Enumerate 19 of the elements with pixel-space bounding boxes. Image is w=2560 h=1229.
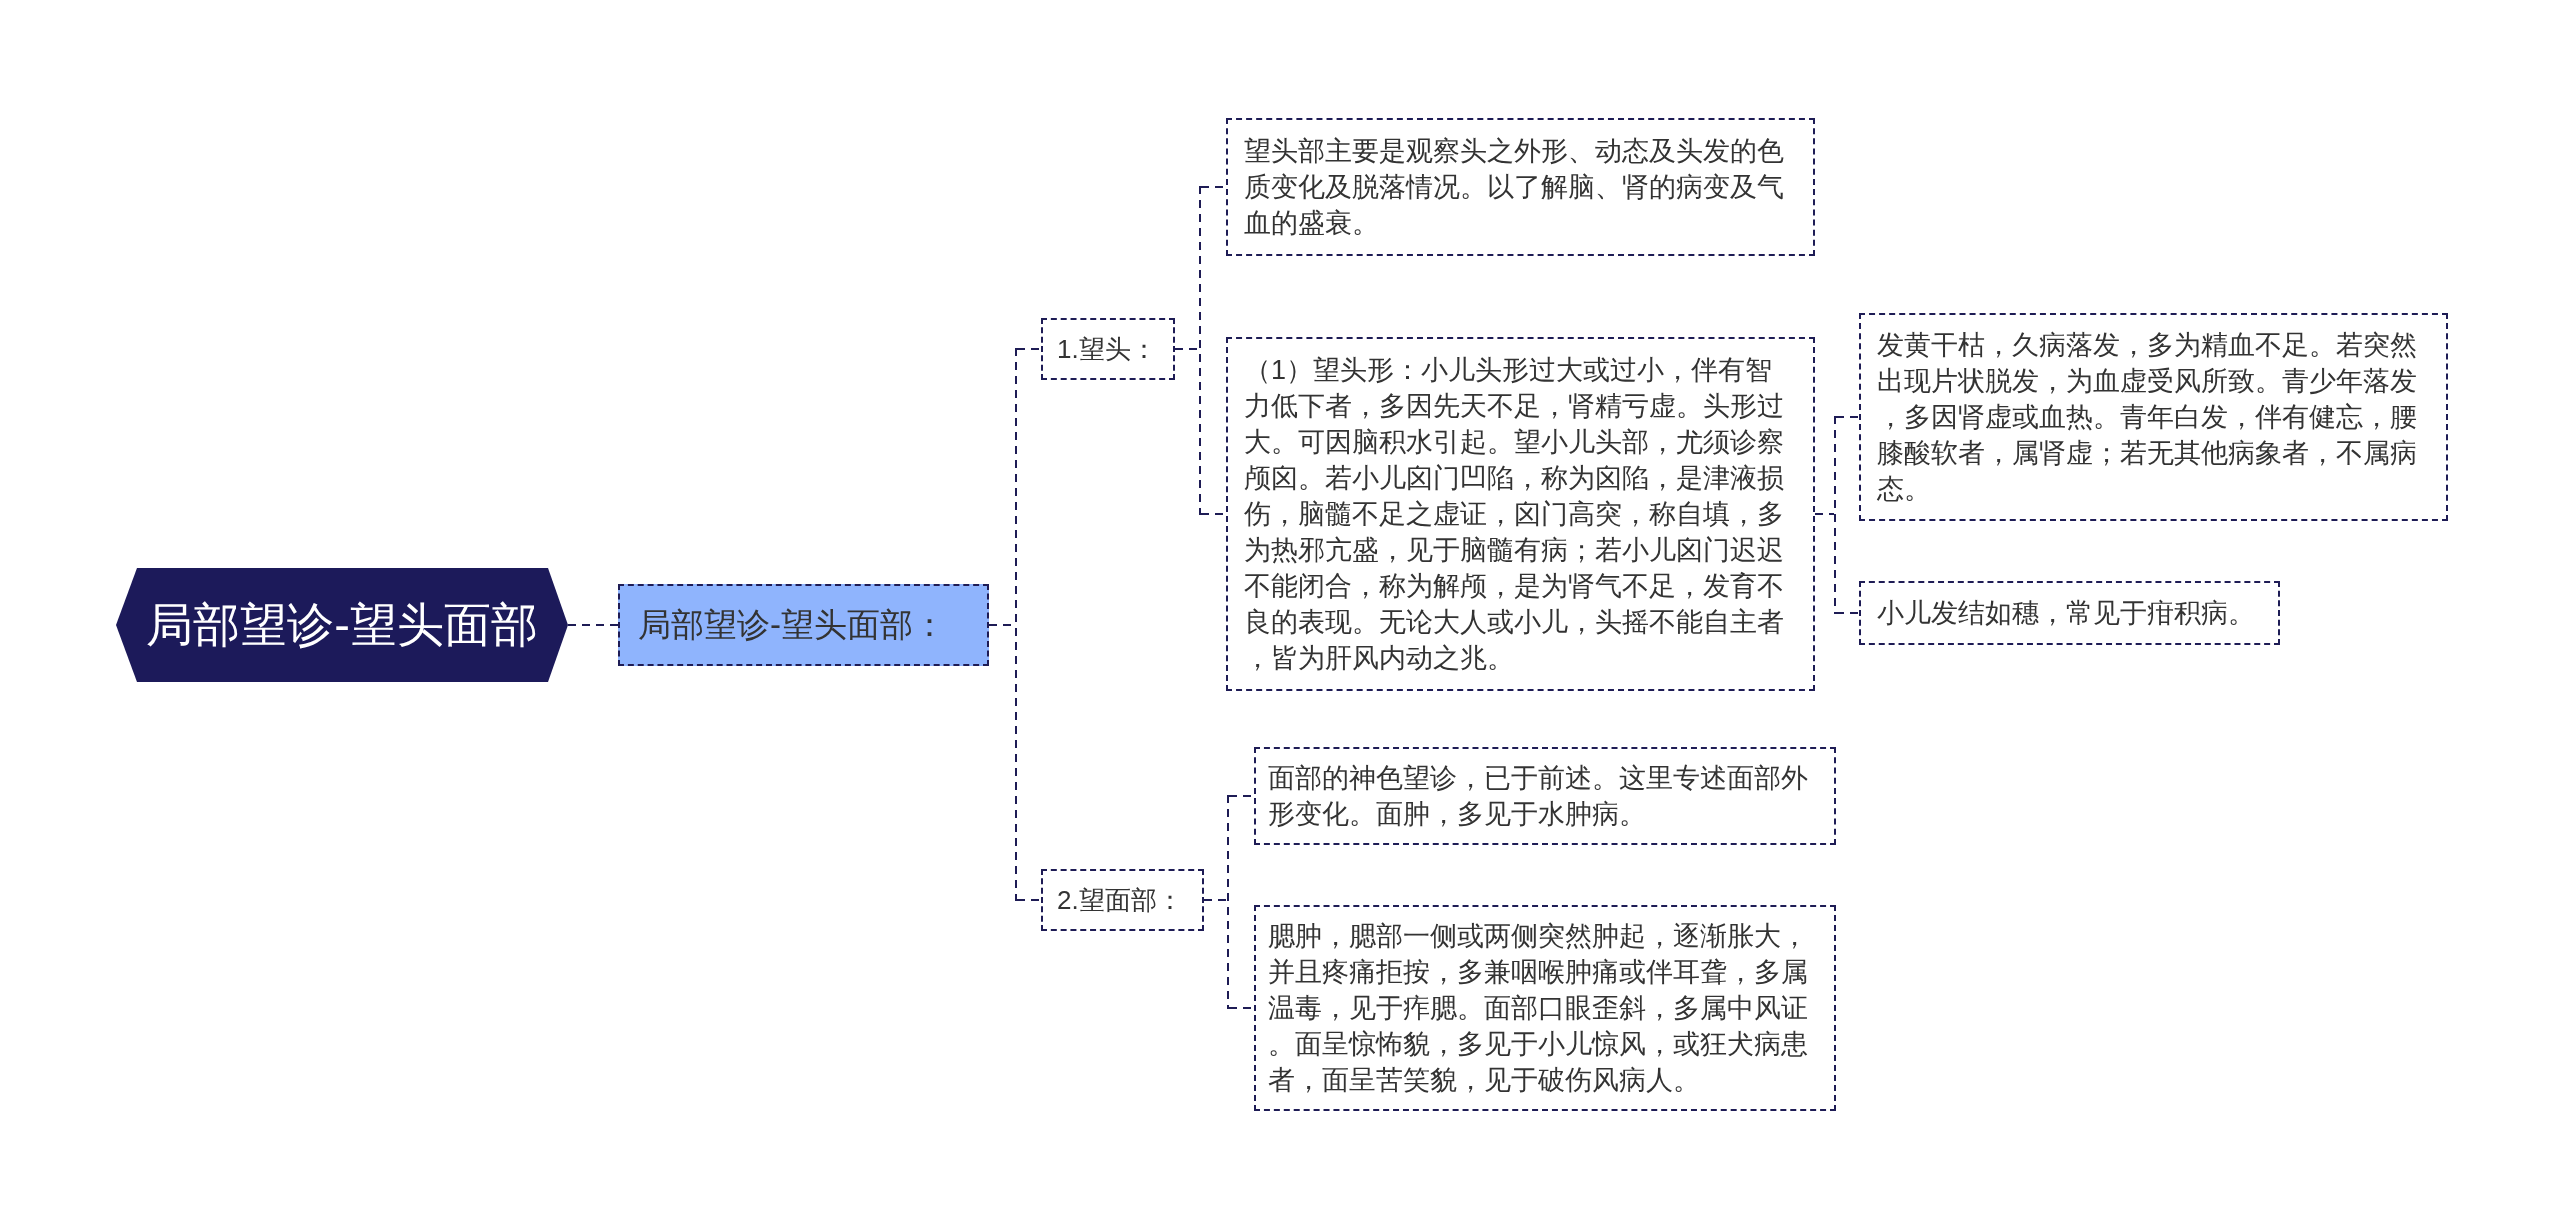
connector [1016,348,1042,350]
text-box: 小儿发结如穗，常见于疳积病。 [1859,581,2280,645]
topic-box: 局部望诊-望头面部： [618,584,989,666]
text-box: 面部的神色望诊，已于前述。这里专述面部外形变化。面肿，多见于水肿病。 [1254,747,1836,845]
connector [988,347,1017,902]
connector [1835,612,1860,614]
text-box: 腮肿，腮部一侧或两侧突然肿起，逐渐胀大，并且疼痛拒按，多兼咽喉肿痛或伴耳聋，多属温毒，见于痄腮。面部口眼歪斜，多属中风证。面呈惊怖貌，多见于小儿惊风，或狂犬病患者，面呈苦笑貌，见于破伤风病人。 [1254,905,1836,1111]
text-box: 望头部主要是观察头之外形、动态及头发的色质变化及脱落情况。以了解脑、肾的病变及气血的盛衰。 [1226,118,1815,256]
connector [1174,185,1201,516]
topic-hexagon: 局部望诊-望头面部 [116,568,568,682]
branch-box: 2.望面部： [1041,869,1204,931]
connector [567,624,619,626]
text-box: 发黄干枯，久病落发，多为精血不足。若突然出现片状脱发，为血虚受风所致。青少年落发，多因肾虚或血热。青年白发，伴有健忘，腰膝酸软者，属肾虚；若无其他病象者，不属病态。 [1859,313,2448,521]
connector [1835,416,1860,418]
connector [1016,899,1042,901]
connector [1203,794,1229,1010]
branch-box: 1.望头： [1041,318,1175,380]
text-box: （1）望头形：小儿头形过大或过小，伴有智力低下者，多因先天不足，肾精亏虚。头形过大。可因脑积水引起。望小儿头部，尤须诊察颅囟。若小儿囟门凹陷，称为囟陷，是津液损伤，脑髓不足之虚证，囟门高突，称自填，多为热邪亢盛，见于脑髓有病；若小儿囟门迟迟不能闭合，称为解颅，是为肾气不足，发育不良的表现。无论大人或小儿，头摇不能自主者，皆为肝风内动之兆。 [1226,337,1815,691]
connector [1814,415,1836,615]
